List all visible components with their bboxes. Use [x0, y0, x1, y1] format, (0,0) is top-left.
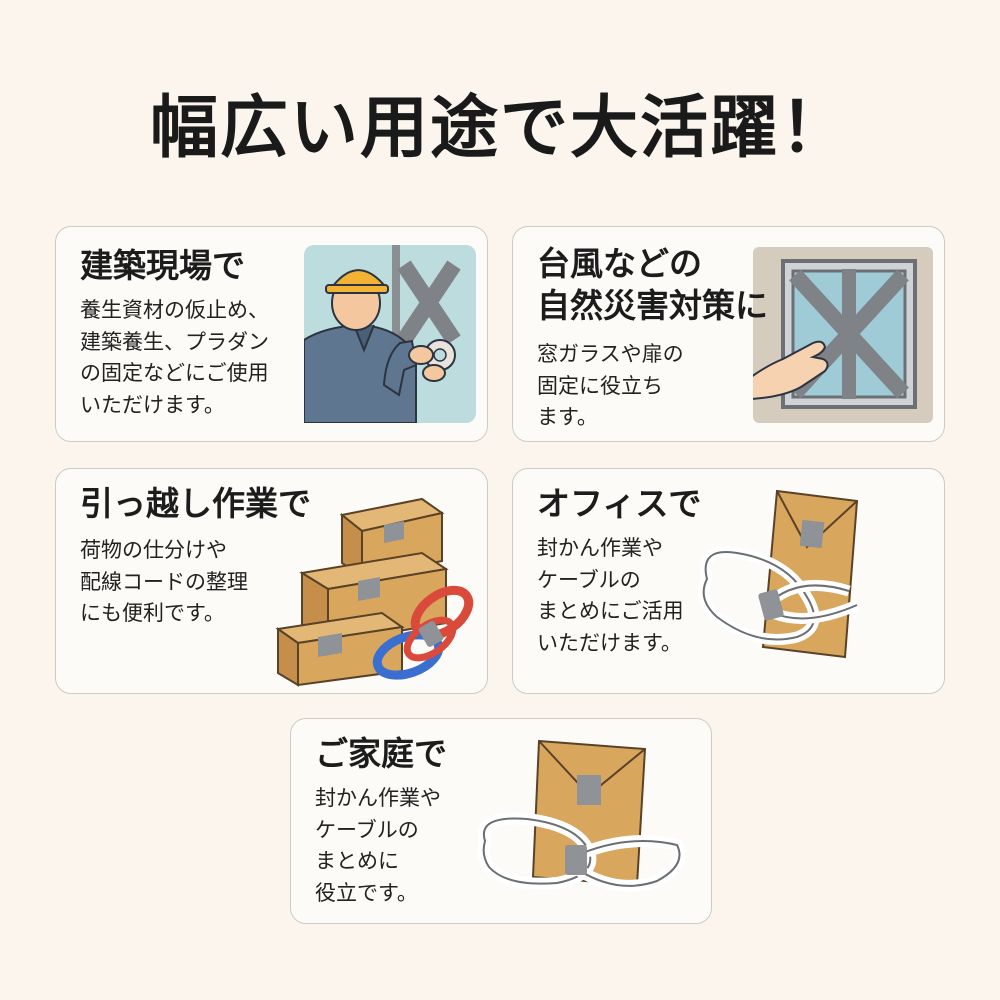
- page-title: 幅広い用途で大活躍！: [149, 89, 850, 168]
- envelope-and-cable-illustration: [477, 739, 686, 892]
- typhoon-card: 台風などの 自然災害対策に 窓ガラスや扉の 固定に役立ち ます。: [512, 226, 945, 442]
- taped-window-illustration: [753, 247, 933, 423]
- worker-taping-window-illustration: [304, 245, 476, 423]
- construction-card: 建築現場で 養生資材の仮止め、 建築養生、プラダン の固定などにご使用 いただけ…: [55, 226, 488, 442]
- typhoon-card-text: 窓ガラスや扉の 固定に役立ち ます。: [537, 342, 684, 429]
- envelope-and-cable-illustration: [698, 489, 860, 659]
- moving-card-text: 荷物の仕分けや 配線コードの整理 にも便利です。: [80, 538, 248, 625]
- typhoon-card-title: 台風などの 自然災害対策に: [537, 244, 768, 326]
- home-card: ご家庭で 封かん作業や ケーブルの まとめに 役立です。: [290, 718, 712, 924]
- home-card-text: 封かん作業や ケーブルの まとめに 役立です。: [315, 786, 441, 905]
- office-card-text: 封かん作業や ケーブルの まとめにご活用 いただけます。: [537, 536, 684, 655]
- office-card: オフィスで 封かん作業や ケーブルの まとめにご活用 いただけます。: [512, 468, 945, 694]
- construction-card-text: 養生資材の仮止め、 建築養生、プラダン の固定などにご使用 いただけます。: [80, 298, 269, 417]
- moving-card: 引っ越し作業で 荷物の仕分けや 配線コードの整理 にも便利です。: [55, 468, 488, 694]
- construction-card-title: 建築現場で: [80, 246, 245, 285]
- boxes-and-cables-illustration: [275, 497, 474, 687]
- office-card-title: オフィスで: [537, 484, 702, 523]
- home-card-title: ご家庭で: [315, 734, 447, 773]
- moving-card-title: 引っ越し作業で: [80, 484, 311, 523]
